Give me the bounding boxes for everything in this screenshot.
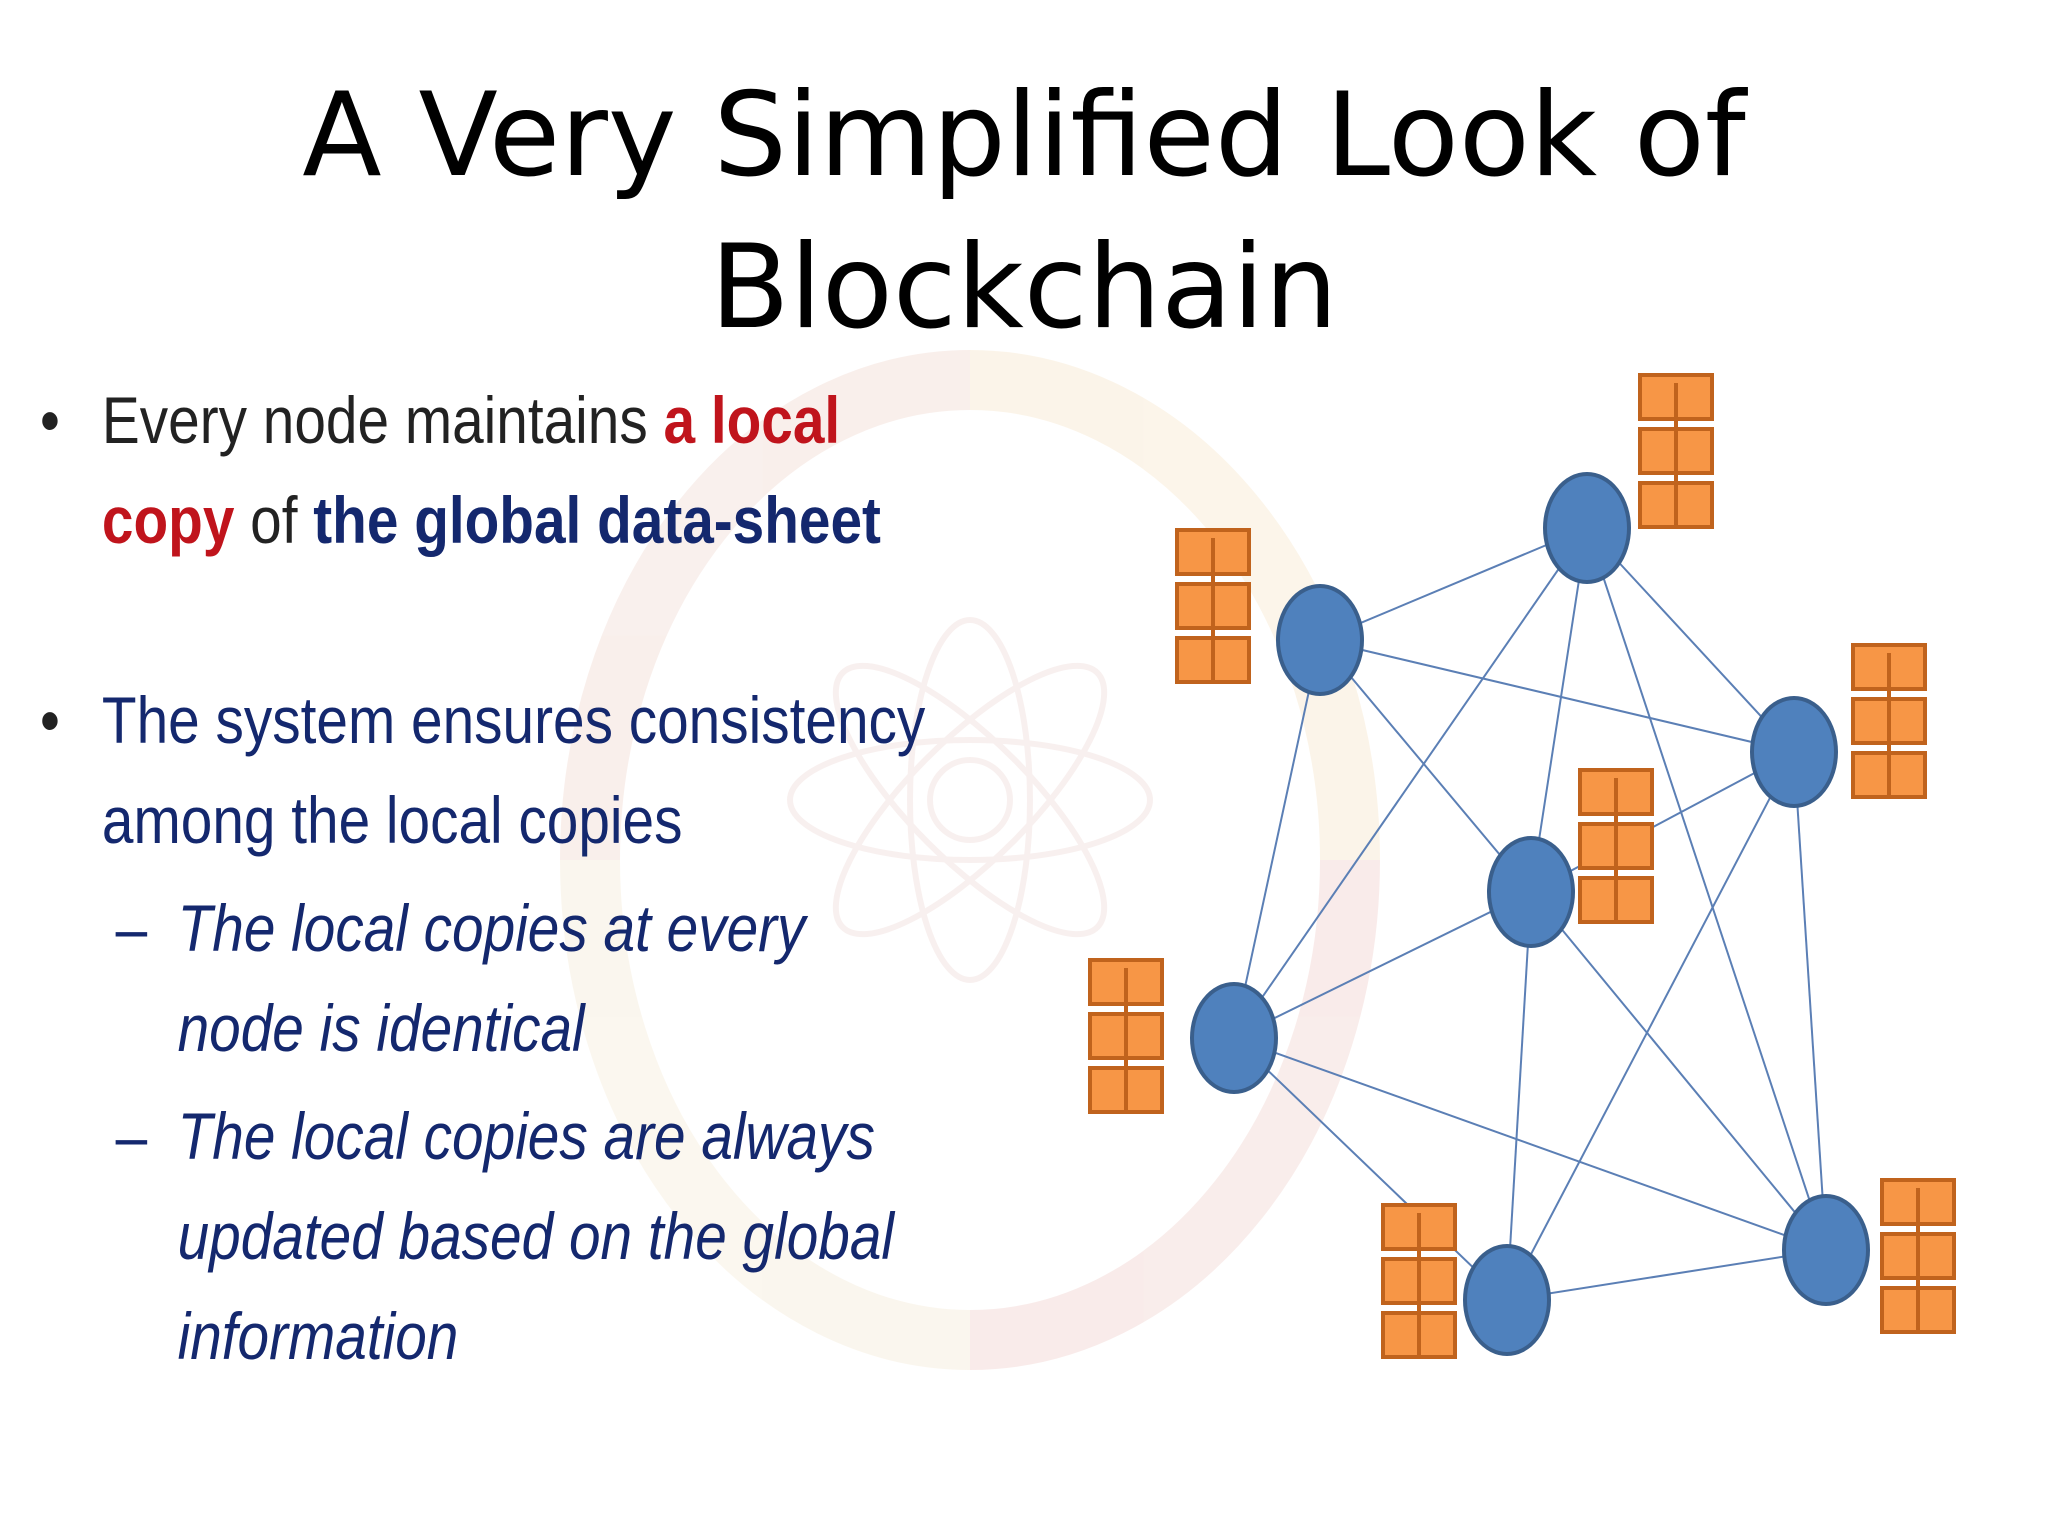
network-edge (1586, 527, 1827, 1251)
ledger-stack-icon (1175, 528, 1251, 684)
network-edge (1319, 639, 1795, 753)
sub-bullet-text-identical: The local copies at every node is identi… (177, 891, 806, 1065)
network-edge (1233, 639, 1321, 1039)
network-edge (1233, 891, 1532, 1039)
sub-bullet-text-updated: The local copies are always updated base… (177, 1099, 895, 1373)
ledger-stack-icon (1381, 1203, 1457, 1359)
network-edge (1506, 891, 1532, 1301)
network-edge (1530, 751, 1795, 893)
sub-bullet-marker: – (115, 891, 148, 965)
sub-bullet-identical: – The local copies at every node is iden… (40, 878, 934, 1078)
blockchain-network-diagram (1088, 373, 1956, 1359)
circle-node-icon (1276, 584, 1364, 696)
network-edge (1319, 639, 1532, 893)
bullet-text-plain: Every node maintains (101, 383, 664, 457)
bullet-text-consistency: The system ensures consistency among the… (101, 683, 926, 857)
bullet-text-of: of (234, 483, 314, 557)
network-edge (1233, 1037, 1827, 1251)
network-edge (1793, 751, 1827, 1251)
ledger-stack-icon (1578, 768, 1654, 924)
circle-node-icon (1782, 1194, 1870, 1306)
ledger-stack-icon (1088, 958, 1164, 1114)
network-edge (1506, 751, 1795, 1301)
network-edge (1530, 527, 1588, 893)
circle-node-icon (1750, 696, 1838, 808)
title-line-2: Blockchain (710, 220, 1338, 355)
circle-node-icon (1190, 982, 1278, 1094)
bullet-consistency: • The system ensures consistency among t… (40, 670, 934, 870)
network-edge (1506, 1249, 1827, 1301)
circle-node-icon (1543, 472, 1631, 584)
slide-title: A Very Simplified Look of Blockchain (0, 60, 2048, 364)
ledger-stack-icon (1851, 643, 1927, 799)
sub-bullet-marker: – (115, 1099, 148, 1173)
bullet-local-copy: • Every node maintains a local copy of t… (40, 370, 934, 570)
bullet-text-local-copy: a local copy (101, 383, 841, 557)
bullet-list: • Every node maintains a local copy of t… (40, 370, 1080, 1386)
ledger-stack-icon (1638, 373, 1714, 529)
network-edge (1586, 527, 1795, 753)
bullet-marker: • (40, 383, 60, 457)
network-edge (1319, 527, 1588, 641)
ledger-stack-icon (1880, 1178, 1956, 1334)
network-edge (1233, 1037, 1508, 1301)
bullet-text-global-sheet: the global data-sheet (313, 483, 881, 557)
title-line-1: A Very Simplified Look of (302, 68, 1746, 203)
bullet-marker: • (40, 683, 60, 757)
network-edge (1530, 891, 1827, 1251)
circle-node-icon (1487, 836, 1575, 948)
sub-bullet-updated: – The local copies are always updated ba… (40, 1086, 934, 1386)
network-edge (1233, 527, 1588, 1039)
watermark-logo-icon (560, 350, 1380, 1370)
circle-node-icon (1463, 1244, 1551, 1356)
